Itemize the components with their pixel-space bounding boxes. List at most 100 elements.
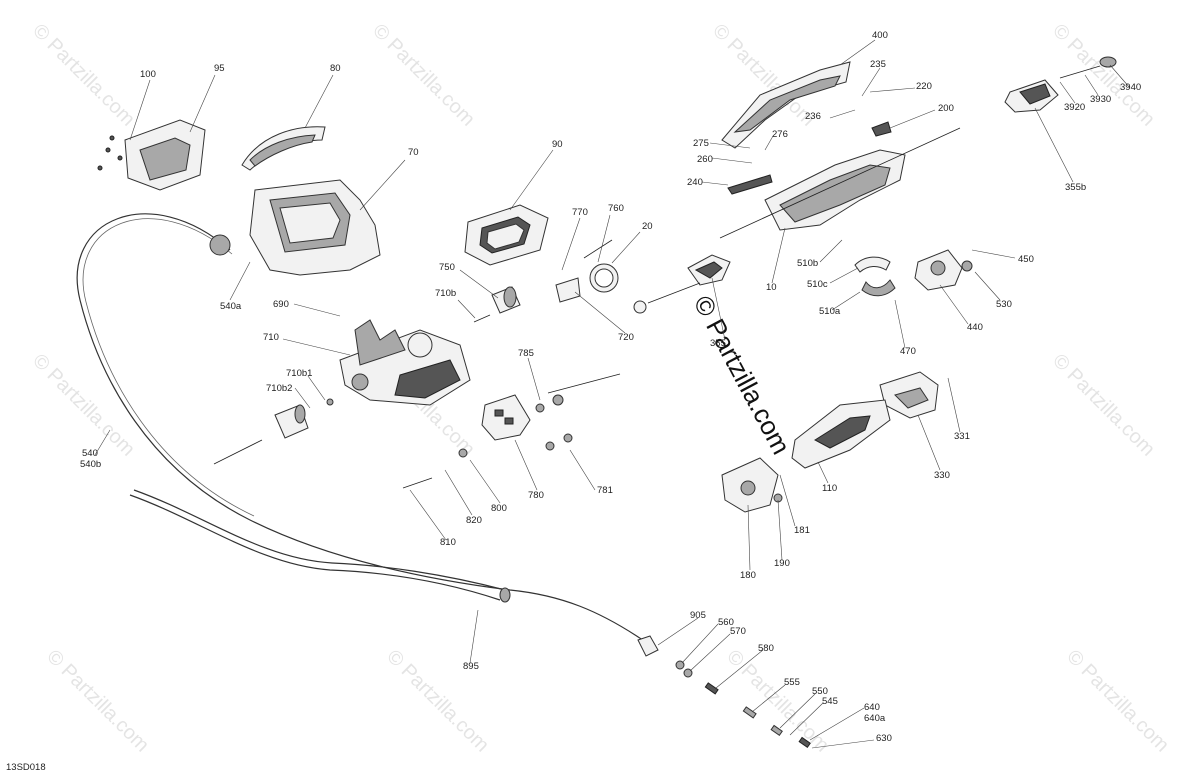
part-95-bracket: [97, 119, 206, 191]
watermark: © Partzilla.com: [1048, 350, 1159, 461]
callout-450: 450: [1018, 254, 1034, 265]
part-355-grip: [687, 254, 731, 286]
callout-labels: 100 95 80 70 90 770 760 20 750 710b 690 …: [80, 30, 1141, 744]
fasteners: [213, 65, 1101, 489]
watermark: © Partzilla.com: [722, 646, 833, 757]
callout-530: 530: [996, 299, 1012, 310]
callout-200: 200: [938, 103, 954, 114]
callout-710b1: 710b1: [286, 368, 312, 379]
callout-275: 275: [693, 138, 709, 149]
callout-3930: 3930: [1090, 94, 1111, 105]
callout-510c: 510c: [807, 279, 828, 290]
callout-540b: 540b: [80, 459, 101, 470]
diagram-code: 13SD018: [6, 762, 46, 773]
callout-710b2: 710b2: [266, 383, 292, 394]
callout-95: 95: [214, 63, 225, 74]
callout-331: 331: [954, 431, 970, 442]
callout-781: 781: [597, 485, 613, 496]
callout-905: 905: [690, 610, 706, 621]
part-355b-grip: [1004, 56, 1117, 113]
part-90-gasket: [464, 204, 549, 266]
callout-560: 560: [718, 617, 734, 628]
callout-10: 10: [766, 282, 777, 293]
callout-720: 720: [618, 332, 634, 343]
callout-895: 895: [463, 661, 479, 672]
callout-80: 80: [330, 63, 341, 74]
callout-540a: 540a: [220, 301, 242, 312]
throttle-cable: [76, 213, 651, 646]
callout-3940: 3940: [1120, 82, 1141, 93]
callout-710b: 710b: [435, 288, 456, 299]
watermark: © Partzilla.com: [28, 350, 139, 461]
callout-400: 400: [872, 30, 888, 41]
callout-235: 235: [870, 59, 886, 70]
part-330-cover: [879, 371, 939, 419]
part-10-handlebar: [719, 127, 961, 239]
cable-sleeve: [129, 489, 511, 603]
part-780-switch: [481, 394, 531, 441]
callout-545: 545: [822, 696, 838, 707]
callout-580: 580: [758, 643, 774, 654]
callout-236: 236: [805, 111, 821, 122]
watermark: © Partzilla.com: [1048, 20, 1159, 131]
part-180-housing: [721, 457, 783, 513]
watermark: © Partzilla.com: [28, 20, 139, 131]
cable-end-fittings: [637, 635, 811, 749]
callout-90: 90: [552, 139, 563, 150]
callout-330: 330: [934, 470, 950, 481]
callout-780: 780: [528, 490, 544, 501]
callout-810: 810: [440, 537, 456, 548]
leader-lines: [94, 39, 1131, 749]
callout-180: 180: [740, 570, 756, 581]
callout-640: 640: [864, 702, 880, 713]
callout-555: 555: [784, 677, 800, 688]
part-400-cover: [721, 61, 851, 149]
callout-181: 181: [794, 525, 810, 536]
part-510-clamp: [854, 256, 896, 297]
callout-510b: 510b: [797, 258, 818, 269]
callout-355: 355: [710, 338, 726, 349]
brand-text: © Partzilla.com: [688, 290, 797, 459]
watermark: © Partzilla.com: [42, 646, 153, 757]
callout-20: 20: [642, 221, 653, 232]
callout-710: 710: [263, 332, 279, 343]
callout-800: 800: [491, 503, 507, 514]
callout-510a: 510a: [819, 306, 841, 317]
part-750-sleeve: [491, 286, 521, 314]
callout-750: 750: [439, 262, 455, 273]
callout-640a: 640a: [864, 713, 886, 724]
callout-260: 260: [697, 154, 713, 165]
callout-630: 630: [876, 733, 892, 744]
part-720-clamp: [555, 263, 619, 303]
callout-110: 110: [822, 483, 837, 494]
callout-770: 770: [572, 207, 588, 218]
part-200-clip: [871, 121, 892, 137]
watermark: © Partzilla.com: [368, 20, 479, 131]
callout-550: 550: [812, 686, 828, 697]
callout-440: 440: [967, 322, 983, 333]
callout-760: 760: [608, 203, 624, 214]
callout-540: 540: [82, 448, 98, 459]
callout-570: 570: [730, 626, 746, 637]
callout-785: 785: [518, 348, 534, 359]
part-710b2-sleeve: [274, 404, 309, 439]
brand-watermark: © Partzilla.com: [688, 290, 797, 459]
part-710-housing: [339, 319, 471, 406]
callout-690: 690: [273, 299, 289, 310]
part-440-throttle: [914, 249, 973, 291]
callout-240: 240: [687, 177, 703, 188]
callout-100: 100: [140, 69, 156, 80]
callout-70: 70: [408, 147, 419, 158]
callout-820: 820: [466, 515, 482, 526]
callout-470: 470: [900, 346, 916, 357]
part-70-console: [249, 179, 381, 276]
callout-3920: 3920: [1064, 102, 1085, 113]
watermark: © Partzilla.com: [1062, 646, 1173, 757]
part-110-cover: [791, 399, 891, 469]
callout-276: 276: [772, 129, 788, 140]
callout-190: 190: [774, 558, 790, 569]
part-240-lever: [727, 174, 773, 195]
part-80-visor: [241, 126, 326, 171]
callout-220: 220: [916, 81, 932, 92]
